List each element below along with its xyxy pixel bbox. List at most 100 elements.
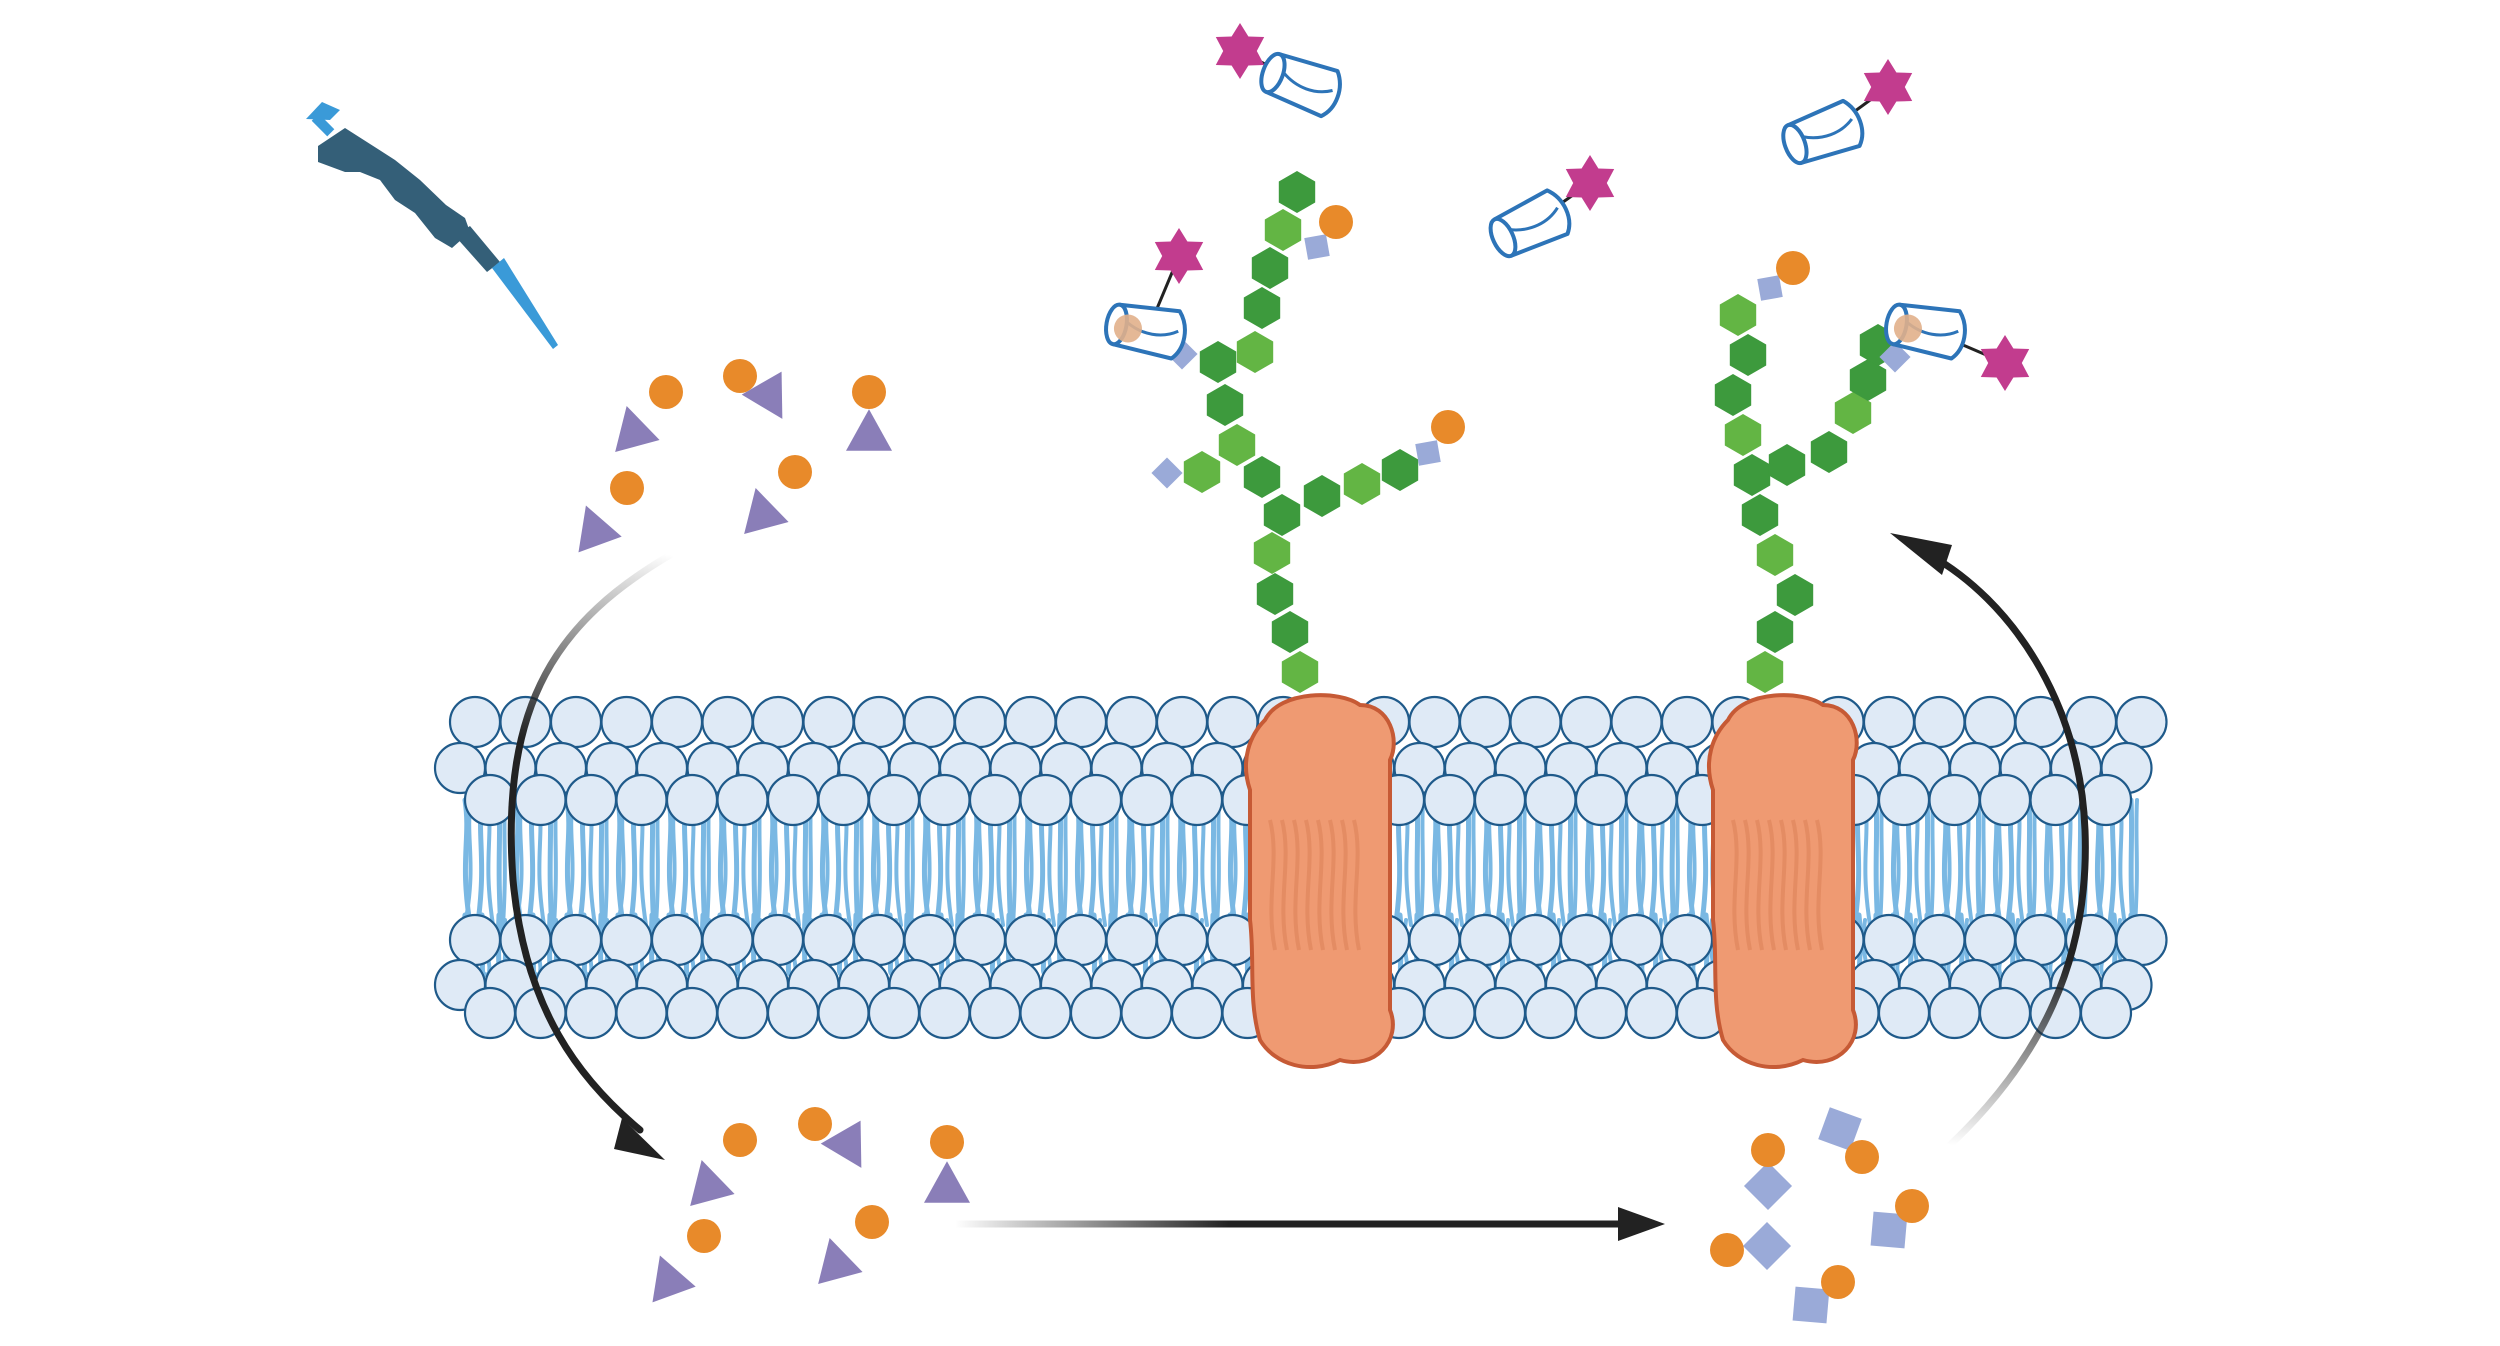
terminal-square xyxy=(1792,1286,1830,1324)
lipid-tail xyxy=(1419,798,1425,927)
lipid-head xyxy=(1625,986,1678,1040)
lipid-head xyxy=(1120,986,1173,1040)
sugar-triangle xyxy=(924,1161,970,1203)
lipid-head xyxy=(918,773,971,827)
protein-texture xyxy=(1316,819,1325,951)
glycan-hexagon xyxy=(1278,171,1316,213)
lipid-head xyxy=(1105,913,1158,967)
cup-rim xyxy=(1488,216,1518,259)
sugar-triangle xyxy=(818,1238,863,1284)
glycan-hexagon xyxy=(1243,456,1281,498)
glycan-hexagon xyxy=(1183,451,1221,493)
azide-dot xyxy=(1895,1189,1929,1223)
lipid-head xyxy=(1625,773,1678,827)
protein-texture xyxy=(1755,819,1764,951)
lipid-head xyxy=(600,913,653,967)
lipid-tail xyxy=(1975,797,1983,933)
protein-texture xyxy=(1815,819,1824,951)
lipid-head xyxy=(1862,695,1916,749)
sugar-precursor-icon xyxy=(690,1123,757,1206)
lipid-head xyxy=(1155,913,1209,967)
processed-sugar-icon xyxy=(1870,1189,1929,1249)
glycan-hexagon xyxy=(1756,534,1794,576)
lipid-head xyxy=(1069,986,1123,1040)
glycan-hexagon xyxy=(1218,424,1256,466)
lipid-head xyxy=(817,773,870,827)
lipid-tail xyxy=(1924,797,1932,933)
probe-cup xyxy=(1488,188,1572,259)
terminal-square xyxy=(1879,341,1911,373)
terminal-square xyxy=(1743,1161,1793,1211)
lipid-head xyxy=(953,913,1007,967)
azide-dot xyxy=(798,1107,832,1141)
lipid-head xyxy=(564,986,618,1040)
sugar-precursor-group-bottom xyxy=(652,1107,970,1303)
lipid-head xyxy=(1963,913,2017,967)
lipid-head xyxy=(1574,986,1628,1040)
lipid-head xyxy=(1004,913,1057,967)
lipid-head xyxy=(463,986,517,1040)
sugar-triangle xyxy=(578,505,622,553)
lipid-head xyxy=(953,695,1007,749)
probe-star xyxy=(1980,335,2030,391)
sugar-precursor-icon xyxy=(744,455,812,534)
lipid-head xyxy=(1004,695,1057,749)
lipid-head xyxy=(716,773,769,827)
lipid-tail xyxy=(1929,798,1935,927)
lipid-head xyxy=(1559,695,1613,749)
sugar-triangle xyxy=(652,1255,696,1303)
protein-texture xyxy=(1328,819,1337,951)
azide-dot xyxy=(1776,251,1810,285)
lipid-head xyxy=(448,913,502,967)
processed-sugar-icon xyxy=(1818,1107,1879,1174)
lipid-head xyxy=(650,695,704,749)
lipid-head xyxy=(1928,986,1981,1040)
lipid-head xyxy=(665,986,719,1040)
probe-cup xyxy=(1259,51,1342,119)
glycan-chain-right xyxy=(1714,251,1911,693)
glycan-hexagon xyxy=(1243,287,1281,329)
azide-dot xyxy=(723,359,757,393)
lipid-head xyxy=(1509,913,1562,967)
lipid-tail xyxy=(1674,798,1680,927)
lipid-tail xyxy=(1516,797,1524,933)
protein-texture xyxy=(1352,819,1361,951)
lipid-head xyxy=(852,695,906,749)
lipid-head xyxy=(716,986,769,1040)
sugar-triangle xyxy=(820,1120,862,1168)
lipid-head xyxy=(665,773,719,827)
protein-texture xyxy=(1292,819,1301,951)
glycan-hexagon xyxy=(1746,651,1784,693)
sugar-precursor-icon xyxy=(578,471,644,553)
sugar-triangle xyxy=(615,406,660,452)
lipid-head xyxy=(615,986,668,1040)
protein-texture xyxy=(1803,819,1812,951)
terminal-square xyxy=(1870,1211,1908,1249)
lipid-head xyxy=(1054,695,1108,749)
pathway-arrow-right xyxy=(1890,533,2089,1149)
probe-star xyxy=(1565,155,1615,211)
lipid-head xyxy=(968,986,1022,1040)
lipid-head xyxy=(600,695,653,749)
terminal-square xyxy=(1818,1107,1862,1151)
lipid-head xyxy=(549,913,603,967)
lipid-head xyxy=(968,773,1022,827)
lipid-tail xyxy=(1011,798,1017,927)
lipid-tail xyxy=(1623,798,1629,927)
lipid-head xyxy=(903,695,956,749)
protein-texture xyxy=(1268,819,1277,951)
lipid-head xyxy=(1524,773,1577,827)
sugar-precursor-icon xyxy=(615,375,683,452)
lipid-tail xyxy=(2031,798,2037,927)
azide-dot xyxy=(1751,1133,1785,1167)
lipid-head xyxy=(867,986,921,1040)
lipid-head xyxy=(2079,773,2133,827)
glycan-hexagon xyxy=(1263,494,1301,536)
lipid-head xyxy=(1423,773,1476,827)
lipid-tail xyxy=(1215,798,1221,927)
lipid-head xyxy=(867,773,921,827)
lipid-head xyxy=(802,695,855,749)
probe-star xyxy=(1863,59,1913,115)
lipid-head xyxy=(751,695,805,749)
sugar-precursor-group-top xyxy=(578,359,892,553)
